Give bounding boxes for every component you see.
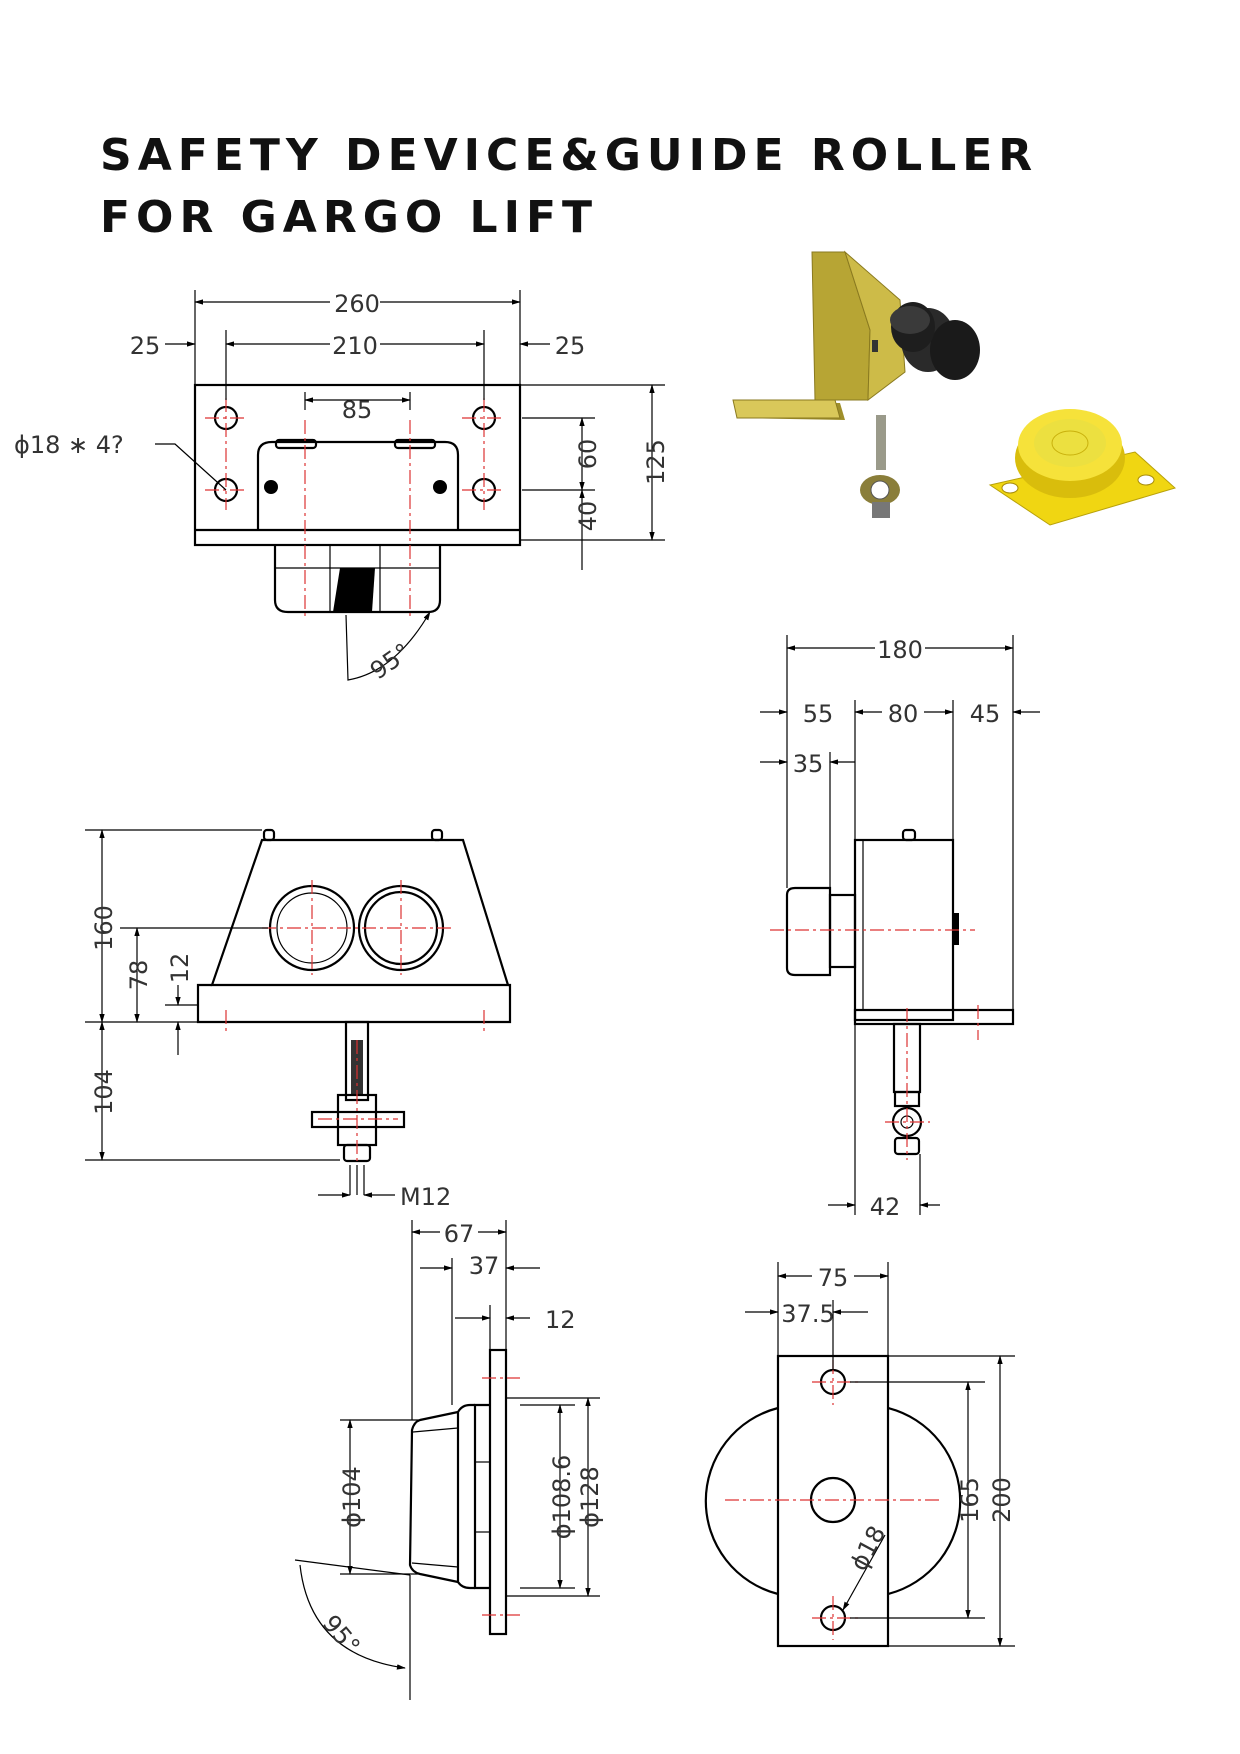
title-line-2: FOR GARGO LIFT [100, 192, 599, 243]
dim-42: 42 [870, 1193, 901, 1221]
dim-165: 165 [956, 1477, 984, 1523]
front-view-centerlines [225, 880, 485, 1165]
dim-125: 125 [642, 439, 670, 485]
dim-104: 104 [90, 1069, 118, 1115]
dim-37-5: 37.5 [781, 1300, 834, 1328]
side-view-centerlines [770, 929, 979, 1160]
side-view-dimensions [760, 635, 1040, 1215]
top-view: 260 210 25 25 85 ϕ18 ∗ 4? 60 40 125 95° [14, 290, 670, 685]
dim-dia-18: ϕ18 [845, 1521, 891, 1575]
roller-plate-view: 75 37.5 165 200 ϕ18 [704, 1262, 1016, 1648]
dim-25-left: 25 [130, 332, 161, 360]
dim-37: 37 [469, 1252, 500, 1280]
side-view-outline [785, 828, 1015, 1156]
photo-guide-roller [988, 409, 1176, 526]
dim-12-roller: 12 [545, 1306, 576, 1334]
dim-12-front: 12 [166, 953, 194, 984]
dim-80: 80 [888, 700, 919, 728]
roller-side-centerlines [482, 1377, 520, 1616]
dim-dia-104: ϕ104 [338, 1466, 366, 1528]
page-title: SAFETY DEVICE&GUIDE ROLLER FOR GARGO LIF… [100, 125, 1038, 249]
dim-25-right: 25 [555, 332, 586, 360]
front-view: 160 78 12 104 M12 [85, 828, 512, 1211]
dim-85: 85 [342, 396, 373, 424]
top-view-centerlines [205, 398, 505, 620]
dim-78: 78 [125, 960, 153, 991]
dim-55: 55 [803, 700, 834, 728]
dim-210: 210 [332, 332, 378, 360]
dim-angle-95-roller: 95° [317, 1610, 366, 1661]
dim-m12: M12 [400, 1183, 451, 1211]
side-view: 180 55 80 45 35 42 [760, 635, 1040, 1221]
dim-hole-callout: ϕ18 ∗ 4? [14, 431, 124, 459]
title-line-1: SAFETY DEVICE&GUIDE ROLLER [100, 130, 1039, 181]
dim-160: 160 [90, 905, 118, 951]
top-view-dimensions [155, 290, 665, 681]
front-view-dimensions [85, 829, 395, 1198]
photo-safety-device [732, 250, 980, 518]
dim-angle-95-top: 95° [365, 638, 416, 685]
dim-75: 75 [818, 1264, 849, 1292]
roller-side-outline [408, 1348, 508, 1636]
dim-260: 260 [334, 290, 380, 318]
dim-180: 180 [877, 636, 923, 664]
dim-40: 40 [574, 501, 602, 532]
roller-plate-dimensions [745, 1262, 1015, 1647]
dim-60: 60 [574, 439, 602, 470]
dim-200: 200 [988, 1477, 1016, 1523]
top-view-outline [193, 383, 522, 614]
dim-35: 35 [793, 750, 824, 778]
roller-side-dimensions [294, 1220, 600, 1700]
dim-67: 67 [444, 1220, 475, 1248]
dim-45: 45 [970, 700, 1001, 728]
front-view-outline [196, 828, 512, 1195]
roller-plate-centerlines [725, 1360, 940, 1640]
dim-dia-128: ϕ128 [576, 1466, 604, 1528]
dim-dia-108-6: ϕ108.6 [548, 1455, 576, 1540]
roller-side-view: 67 37 12 ϕ104 ϕ108.6 ϕ128 95° [294, 1220, 604, 1700]
